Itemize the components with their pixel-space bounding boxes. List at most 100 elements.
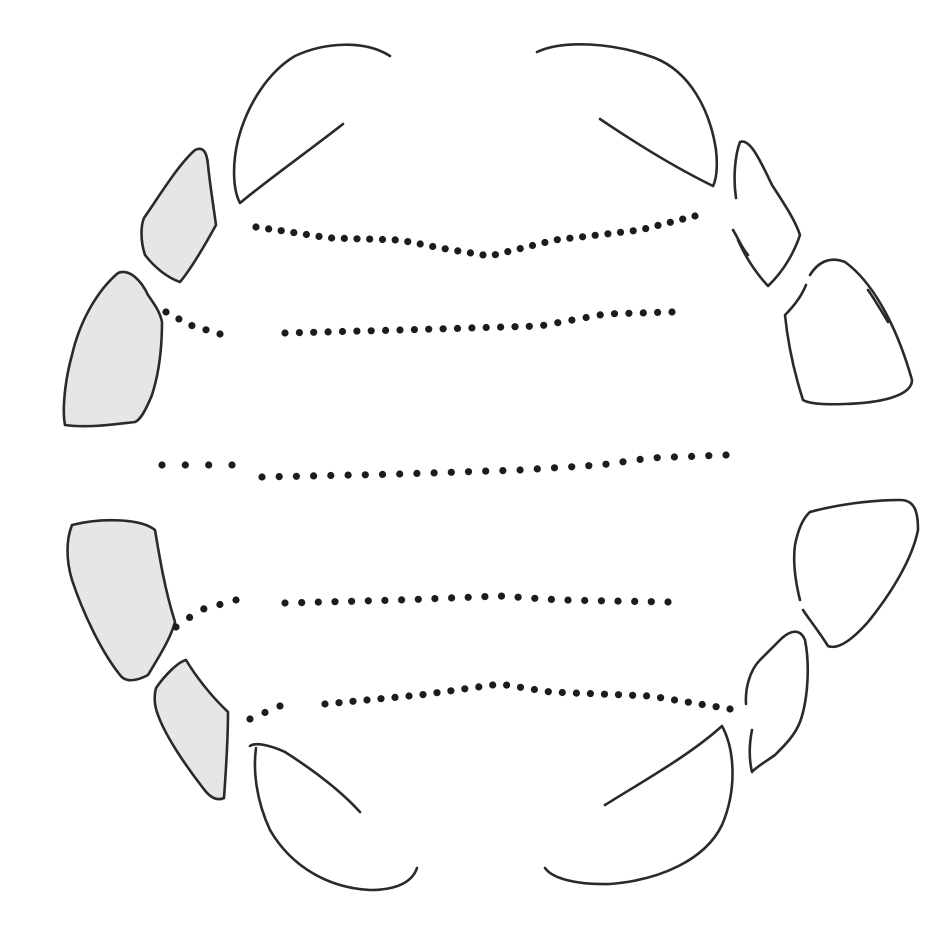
dot xyxy=(591,231,599,239)
dot xyxy=(246,715,254,723)
dot xyxy=(540,321,548,329)
dot xyxy=(431,595,439,603)
dot xyxy=(216,600,224,609)
dot xyxy=(602,460,610,468)
dot xyxy=(643,692,651,700)
dot xyxy=(564,596,572,604)
dot xyxy=(453,324,462,332)
dot xyxy=(604,230,612,238)
dot xyxy=(349,697,357,705)
dot xyxy=(541,238,549,247)
dot xyxy=(489,681,497,689)
dotted-row-4 xyxy=(172,592,672,631)
dot xyxy=(657,694,665,702)
dot xyxy=(454,247,462,255)
dot xyxy=(448,594,456,602)
dot xyxy=(328,234,336,242)
dot xyxy=(302,230,310,239)
dot xyxy=(547,595,556,604)
dot xyxy=(653,454,661,462)
dot xyxy=(586,690,595,698)
dot xyxy=(579,233,587,241)
dot xyxy=(600,690,609,698)
dot xyxy=(503,681,511,689)
plate-right-1 xyxy=(731,140,802,288)
dot xyxy=(654,221,662,229)
dot xyxy=(202,326,210,334)
dot xyxy=(525,322,533,330)
dot xyxy=(361,471,369,479)
dot xyxy=(610,310,619,318)
dot xyxy=(670,696,679,704)
dot xyxy=(666,218,674,226)
dot xyxy=(281,329,289,337)
dot xyxy=(670,453,679,461)
plate-left-2 xyxy=(62,270,164,428)
dot xyxy=(499,467,507,475)
dot xyxy=(314,598,322,606)
dot xyxy=(712,703,720,711)
dot xyxy=(321,700,329,708)
dot xyxy=(466,249,474,257)
plate-left-3 xyxy=(66,518,177,682)
dot xyxy=(338,327,347,336)
dot xyxy=(396,470,404,478)
dot xyxy=(625,309,633,317)
plate-left-1 xyxy=(140,147,218,284)
dot xyxy=(722,451,730,459)
dot xyxy=(554,319,562,327)
dot xyxy=(363,696,371,704)
dot xyxy=(391,236,399,244)
dot xyxy=(335,699,343,707)
plate-left-4 xyxy=(153,658,230,801)
dot xyxy=(639,309,647,317)
dot xyxy=(558,688,566,697)
dot xyxy=(516,245,524,253)
dot xyxy=(298,599,306,607)
dot xyxy=(391,693,399,702)
dot xyxy=(705,452,713,460)
dot xyxy=(664,598,672,606)
dot xyxy=(468,324,476,332)
dot xyxy=(491,251,499,259)
dot xyxy=(596,311,604,319)
dot xyxy=(447,687,455,695)
dotted-rows xyxy=(158,212,734,723)
dot xyxy=(364,597,372,605)
dot xyxy=(629,691,637,699)
dot xyxy=(367,327,375,335)
dot xyxy=(416,240,424,248)
dot xyxy=(398,596,406,604)
dot xyxy=(514,593,522,601)
dot xyxy=(378,470,387,478)
dot xyxy=(327,471,335,480)
dot xyxy=(353,235,361,243)
dot xyxy=(295,329,303,337)
dot xyxy=(188,322,196,330)
dot xyxy=(461,685,469,693)
dot xyxy=(582,313,590,322)
dot xyxy=(636,455,644,463)
dot xyxy=(688,452,696,460)
dot xyxy=(275,473,283,481)
dot xyxy=(292,472,300,480)
dot xyxy=(181,461,189,469)
dot xyxy=(481,593,489,601)
dot xyxy=(619,458,627,466)
dot xyxy=(497,592,506,600)
dot xyxy=(252,223,260,231)
dot xyxy=(331,598,339,606)
dot xyxy=(447,468,455,476)
dot xyxy=(425,325,433,333)
dot xyxy=(405,692,413,700)
dot xyxy=(691,212,699,220)
dot xyxy=(382,326,390,334)
dot xyxy=(413,469,421,477)
dot xyxy=(396,326,404,334)
dot xyxy=(258,473,266,481)
crescent-bottom-right xyxy=(543,724,734,886)
dot xyxy=(344,471,352,479)
shaded-plates xyxy=(62,147,230,801)
dot xyxy=(482,467,490,475)
dot xyxy=(419,691,427,699)
